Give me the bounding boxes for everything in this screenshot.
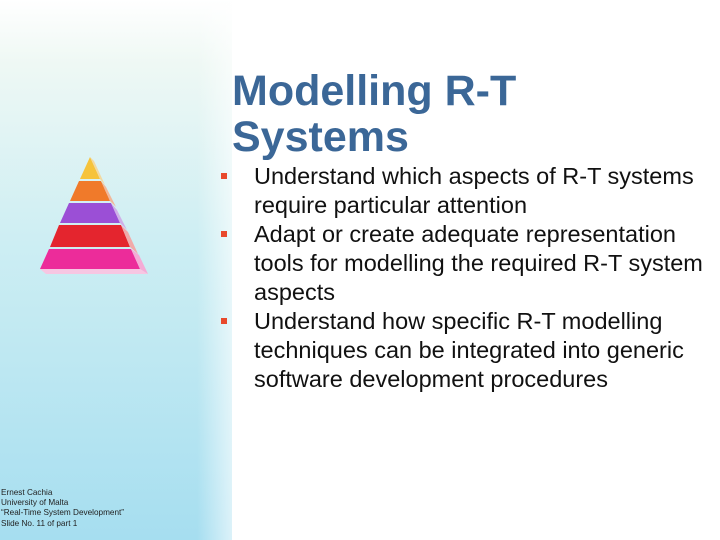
bullet-text: Understand how specific R-T modelling te…	[254, 308, 684, 392]
slide-title: Modelling R-T Systems	[232, 68, 516, 160]
footer-author: Ernest Cachia	[1, 488, 53, 497]
bullet-item: Understand how specific R-T modelling te…	[221, 307, 714, 394]
square-bullet-icon	[221, 231, 227, 237]
bullet-text: Adapt or create adequate representation …	[254, 221, 703, 305]
bullet-text: Understand which aspects of R-T systems …	[254, 163, 694, 218]
square-bullet-icon	[221, 318, 227, 324]
footer-slide-number: Slide No. 11 of part 1	[1, 518, 78, 528]
pyramid-logo	[40, 157, 148, 274]
bullet-list: Understand which aspects of R-T systems …	[221, 162, 714, 394]
slide-title-line2: Systems	[232, 113, 409, 161]
slide-footer: Ernest Cachia University of Malta “Real-…	[1, 488, 124, 529]
square-bullet-icon	[221, 173, 227, 179]
footer-institution: University of Malta	[1, 498, 69, 508]
slide-title-line1: Modelling R-T	[232, 67, 517, 115]
bullet-item: Understand which aspects of R-T systems …	[221, 162, 714, 220]
footer-course: “Real-Time System Development”	[1, 508, 124, 518]
bullet-item: Adapt or create adequate representation …	[221, 220, 714, 307]
